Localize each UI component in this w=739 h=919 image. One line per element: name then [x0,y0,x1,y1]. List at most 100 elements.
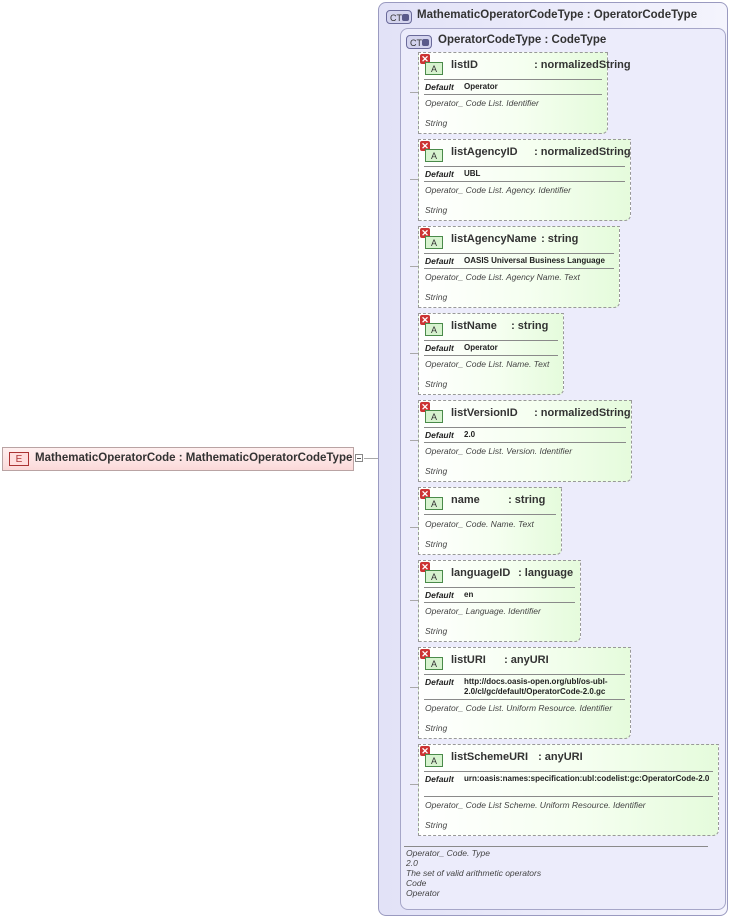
connector-attribute [410,687,418,688]
doc-line: Operator_ Code. Type [406,848,490,858]
attribute-doc: Operator_ Code List. Identifier [425,98,539,108]
inner-type-title: OperatorCodeType : CodeType [438,34,607,46]
default-value: urn:oasis:names:specification:ubl:codeli… [464,774,710,783]
attribute-icon: A [425,410,443,423]
attribute-name: listName : string [451,320,548,332]
default-label: Default [425,677,454,687]
required-icon: ✕ [420,562,430,572]
default-label: Default [425,430,454,440]
connector-attribute [410,527,418,528]
attribute-doc: Operator_ Code List Scheme. Uniform Reso… [425,800,646,810]
attribute-type: : normalizedString [534,407,631,419]
required-icon: ✕ [420,141,430,151]
attribute-doc-type: String [425,379,448,389]
divider [424,94,602,95]
default-value: en [464,590,474,599]
attribute-doc-type: String [425,205,448,215]
divider [404,846,708,847]
attribute-icon: A [425,657,443,670]
attribute-icon: A [425,570,443,583]
complex-type-icon: CT [406,35,432,49]
attribute-name: name : string [451,494,545,506]
default-value: http://docs.oasis-open.org/ubl/os-ubl-2.… [464,677,608,696]
attribute-type: : normalizedString [534,146,631,158]
attribute-name: languageID : language [451,567,573,579]
attribute-doc: Operator_ Code List. Agency. Identifier [425,185,571,195]
complex-type-icon: CT [386,10,412,24]
attribute-icon: A [425,754,443,767]
default-label: Default [425,343,454,353]
divider [424,514,556,515]
attribute-name: listAgencyName : string [451,233,578,245]
connector-attribute [410,353,418,354]
element-title: MathematicOperatorCode : MathematicOpera… [35,452,353,464]
attribute-doc: Operator_ Language. Identifier [425,606,541,616]
required-icon: ✕ [420,649,430,659]
attribute-type: : string [511,320,549,332]
attribute-icon: A [425,149,443,162]
divider [424,166,625,167]
attribute-name: listURI : anyURI [451,654,549,666]
attribute-name: listVersionID : normalizedString [451,407,631,419]
divider [424,602,575,603]
connector-attribute [410,179,418,180]
required-icon: ✕ [420,746,430,756]
connector-attribute [410,600,418,601]
attribute-type: : normalizedString [534,59,631,71]
divider [424,268,614,269]
default-label: Default [425,590,454,600]
attribute-name-label: listID [451,59,478,71]
attribute-name-label: listAgencyName [451,233,537,245]
attribute-name: listSchemeURI : anyURI [451,751,583,763]
default-label: Default [425,82,454,92]
doc-line: Operator [406,888,440,898]
attribute-type: : anyURI [538,751,583,763]
default-value: Operator [464,82,498,91]
attribute-name-label: listSchemeURI [451,751,529,763]
required-icon: ✕ [420,489,430,499]
default-value: Operator [464,343,498,352]
attribute-doc: Operator_ Code List. Agency Name. Text [425,272,580,282]
attribute-icon: A [425,62,443,75]
divider [424,699,625,700]
element-node[interactable]: E MathematicOperatorCode : MathematicOpe… [2,447,354,471]
element-badge: E [9,452,29,466]
attribute-doc: Operator_ Code. Name. Text [425,519,534,529]
attribute-doc: Operator_ Code List. Version. Identifier [425,446,573,456]
attribute-type: : string [541,233,579,245]
required-icon: ✕ [420,54,430,64]
type-documentation: Operator_ Code. Type 2.0 The set of vali… [406,848,541,898]
default-value: 2.0 [464,430,476,439]
attribute-icon: A [425,236,443,249]
attribute-doc-type: String [425,820,448,830]
attribute-doc-type: String [425,118,448,128]
attribute-doc-type: String [425,626,448,636]
attribute-name-label: languageID [451,567,511,579]
expand-collapse-icon[interactable] [355,454,363,462]
default-value: OASIS Universal Business Language [464,256,605,265]
connector-attribute [410,92,418,93]
attribute-icon: A [425,497,443,510]
default-value: UBL [464,169,481,178]
required-icon: ✕ [420,402,430,412]
attribute-doc: Operator_ Code List. Uniform Resource. I… [425,703,613,713]
default-label: Default [425,169,454,179]
divider [424,79,602,80]
attribute-name: listID : normalizedString [451,59,631,71]
attribute-doc-type: String [425,292,448,302]
default-label: Default [425,256,454,266]
default-label: Default [425,774,454,784]
attribute-name-label: listURI [451,654,486,666]
divider [424,771,713,772]
attribute-name-label: name [451,494,480,506]
divider [424,340,558,341]
